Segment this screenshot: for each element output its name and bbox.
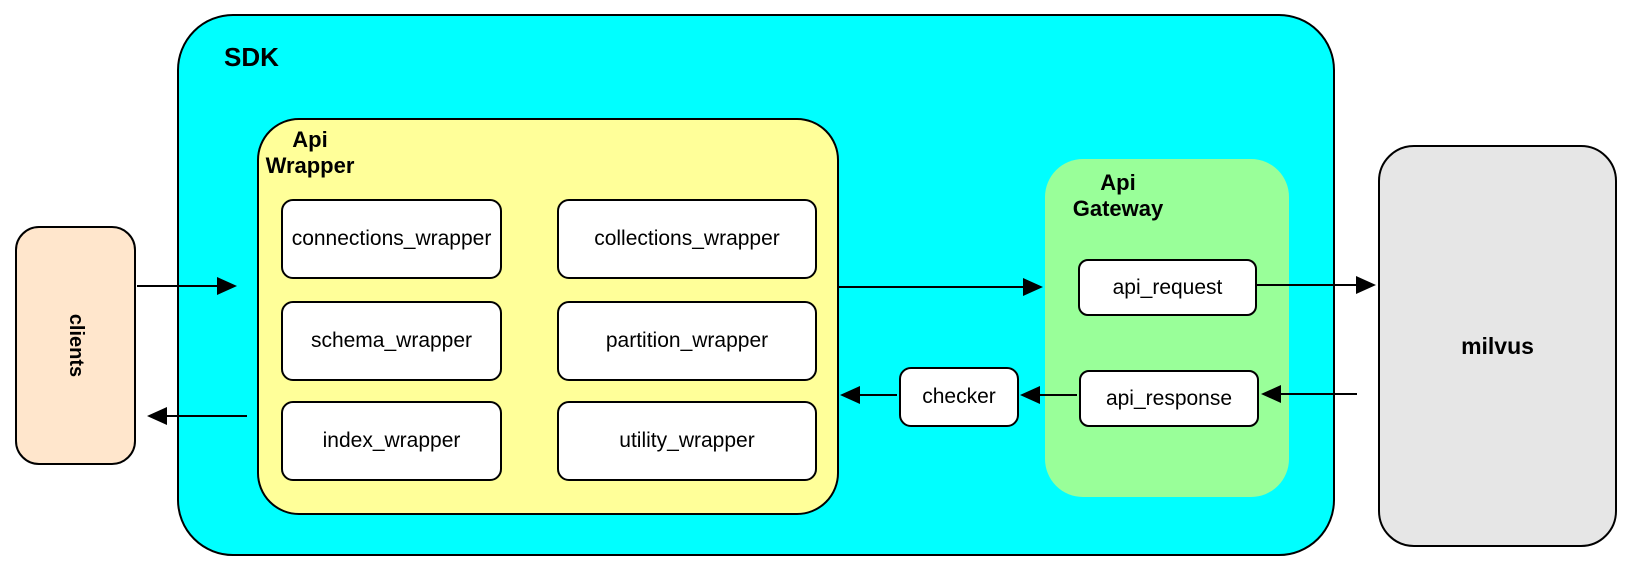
milvus-label: milvus xyxy=(1461,332,1534,359)
arrow-api-wrapper-to-clients xyxy=(147,407,247,425)
arrowhead-icon xyxy=(1356,276,1376,294)
sdk-label: SDK xyxy=(224,42,279,72)
arrowhead-icon xyxy=(217,277,237,295)
api-wrapper-label: Api Wrapper xyxy=(259,127,361,179)
partition-wrapper-node: partition_wrapper xyxy=(557,301,817,381)
api-wrapper-label-line1: Api xyxy=(292,127,328,152)
api-response-node: api_response xyxy=(1079,370,1259,427)
sdk-box: SDK Api Wrapper connections_wrapper coll… xyxy=(177,14,1335,556)
api-gateway-label: Api Gateway xyxy=(1063,170,1173,222)
arrow-milvus-to-api-response xyxy=(1261,385,1357,403)
connections-wrapper-node: connections_wrapper xyxy=(281,199,502,279)
arrowhead-icon xyxy=(1023,278,1043,296)
api-request-node: api_request xyxy=(1078,259,1257,316)
arrowhead-icon xyxy=(147,407,167,425)
utility-wrapper-node: utility_wrapper xyxy=(557,401,817,481)
arrowhead-icon xyxy=(1020,386,1040,404)
api-wrapper-label-line2: Wrapper xyxy=(265,153,355,178)
arrowhead-icon xyxy=(840,386,860,404)
api-gateway-label-line2: Gateway xyxy=(1072,196,1164,221)
arrow-checker-to-api-wrapper xyxy=(840,386,897,404)
clients-label: clients xyxy=(65,313,87,378)
collections-wrapper-node: collections_wrapper xyxy=(557,199,817,279)
arrow-api-request-to-milvus xyxy=(1255,276,1376,294)
api-gateway-label-line1: Api xyxy=(1100,170,1136,195)
milvus-box: milvus xyxy=(1378,145,1617,547)
checker-node: checker xyxy=(899,367,1019,427)
arrow-api-response-to-checker xyxy=(1020,386,1077,404)
schema-wrapper-node: schema_wrapper xyxy=(281,301,502,381)
clients-box: clients xyxy=(15,226,136,465)
arrow-api-wrapper-to-api-gateway xyxy=(837,278,1043,296)
arrowhead-icon xyxy=(1261,385,1281,403)
api-gateway-box: Api Gateway api_request api_response xyxy=(1045,159,1289,497)
arrow-clients-to-api-wrapper xyxy=(137,277,237,295)
api-wrapper-box: Api Wrapper connections_wrapper collecti… xyxy=(257,118,839,515)
index-wrapper-node: index_wrapper xyxy=(281,401,502,481)
